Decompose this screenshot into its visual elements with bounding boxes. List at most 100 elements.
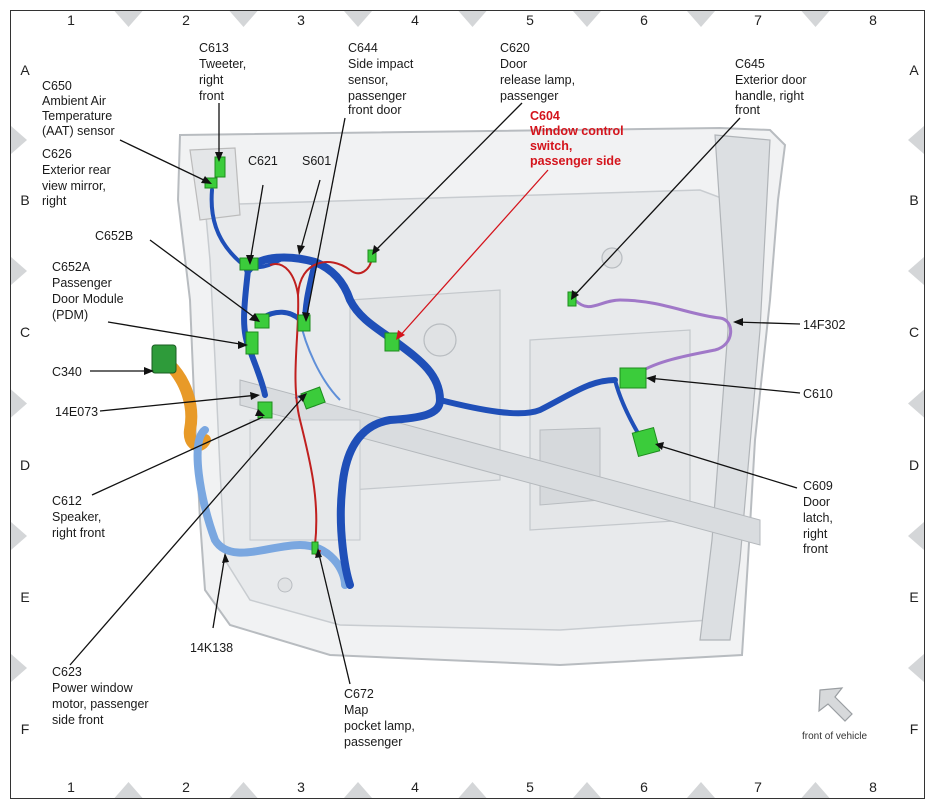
label-c672: C672 Map pocket lamp, passenger (344, 687, 415, 749)
label-c609-line: right (803, 527, 828, 541)
label-c626: C626 Exterior rear view mirror, right (42, 147, 111, 208)
label-c604-line: C604 (530, 109, 560, 123)
connector-c613 (214, 156, 226, 178)
label-c672-line: C672 (344, 687, 374, 701)
row-label: E (909, 589, 918, 605)
grid-marker (114, 782, 143, 798)
label-c650-line: (AAT) sensor (42, 124, 115, 138)
label-c652a-line: Door Module (52, 292, 124, 306)
label-c609-line: front (803, 542, 829, 556)
row-label: A (909, 62, 919, 78)
label-c613-line: front (199, 89, 225, 103)
col-label: 7 (754, 12, 762, 28)
connector-c623 (300, 386, 326, 410)
row-label: B (20, 192, 29, 208)
label-c626-line: Exterior rear (42, 163, 111, 177)
label-c604-line: switch, (530, 139, 572, 153)
wire-14f302 (573, 298, 733, 374)
grid-marker (229, 11, 258, 27)
label-c672-line: passenger (344, 735, 402, 749)
label-c620-line: Door (500, 57, 527, 71)
label-c644-line: C644 (348, 41, 378, 55)
grid-marker (11, 257, 27, 285)
grid-marker (801, 11, 830, 27)
row-label: D (20, 457, 30, 473)
col-label: 2 (182, 12, 190, 28)
grid-marker (11, 126, 27, 154)
row-label: C (20, 324, 30, 340)
grid-marker (908, 389, 924, 418)
label-c644-line: passenger (348, 89, 406, 103)
label-c644: C644 Side impact sensor, passenger front… (348, 41, 414, 117)
label-c626-line: right (42, 194, 67, 208)
label-c623: C623 Power window motor, passenger side … (52, 665, 149, 727)
label-c604-line: passenger side (530, 154, 621, 168)
label-c609-line: Door (803, 495, 830, 509)
connector-s601-area (297, 314, 311, 332)
col-label: 7 (754, 779, 762, 795)
label-c626-line: C626 (42, 147, 72, 161)
front-of-vehicle-indicator: front of vehicle (802, 687, 867, 742)
grid-row-labels-right: A B C D E F (909, 62, 919, 737)
grid-marker (687, 11, 715, 27)
grid-marker (229, 782, 258, 798)
label-c623-line: side front (52, 713, 104, 727)
grid-marker (908, 522, 924, 550)
row-label: F (910, 721, 919, 737)
label-c645-line: C645 (735, 57, 765, 71)
row-label: E (20, 589, 29, 605)
panel-hole (423, 323, 457, 357)
label-c644-line: Side impact (348, 57, 414, 71)
connector-c620 (367, 249, 377, 263)
label-c612-line: right front (52, 526, 105, 540)
label-c609-line: latch, (803, 511, 833, 525)
connectors (151, 156, 661, 555)
connector-c604 (384, 332, 400, 352)
col-label: 3 (297, 12, 305, 28)
grid-row-labels-left: A B C D E F (20, 62, 30, 737)
col-label: 8 (869, 12, 877, 28)
label-c652a-line: (PDM) (52, 308, 88, 322)
col-label: 3 (297, 779, 305, 795)
col-label: 5 (526, 12, 534, 28)
grid-marker (11, 654, 27, 682)
arrowhead-c604 (396, 330, 405, 340)
row-label: F (21, 721, 30, 737)
label-c652a-line: C652A (52, 260, 91, 274)
grid-marker (458, 11, 487, 27)
label-c644-line: front door (348, 103, 402, 117)
grid-marker (114, 11, 143, 27)
label-c612: C612 Speaker, right front (52, 494, 105, 540)
label-c620-line: release lamp, (500, 73, 575, 87)
label-c650-line: C650 (42, 79, 72, 93)
leader-line-c604 (397, 169, 549, 339)
label-14e073: 14E073 (55, 405, 98, 419)
label-c613-line: Tweeter, (199, 57, 246, 71)
grid-markers (11, 11, 924, 798)
grid-marker (573, 11, 601, 27)
grid-column-labels-bottom: 1 2 3 4 5 6 7 8 (67, 779, 877, 795)
label-c623-line: motor, passenger (52, 697, 149, 711)
row-label: B (909, 192, 918, 208)
label-c604: C604 Window control switch, passenger si… (530, 109, 624, 168)
label-c620: C620 Door release lamp, passenger (500, 41, 575, 103)
connector-c610 (619, 367, 647, 389)
grid-marker (344, 782, 372, 798)
panel-hole (601, 247, 623, 269)
label-c609-line: C609 (803, 479, 833, 493)
grid-marker (344, 11, 372, 27)
label-14f302: 14F302 (803, 318, 845, 332)
col-label: 5 (526, 779, 534, 795)
label-c645-line: front (735, 103, 761, 117)
col-label: 4 (411, 12, 419, 28)
row-label: C (909, 324, 919, 340)
label-c645: C645 Exterior door handle, right front (735, 57, 807, 117)
label-front-of-vehicle: front of vehicle (802, 731, 867, 742)
row-label: D (909, 457, 919, 473)
label-c621: C621 (248, 154, 278, 168)
grid-marker (11, 389, 27, 418)
label-c626-line: view mirror, (42, 179, 106, 193)
grid-marker (11, 522, 27, 550)
